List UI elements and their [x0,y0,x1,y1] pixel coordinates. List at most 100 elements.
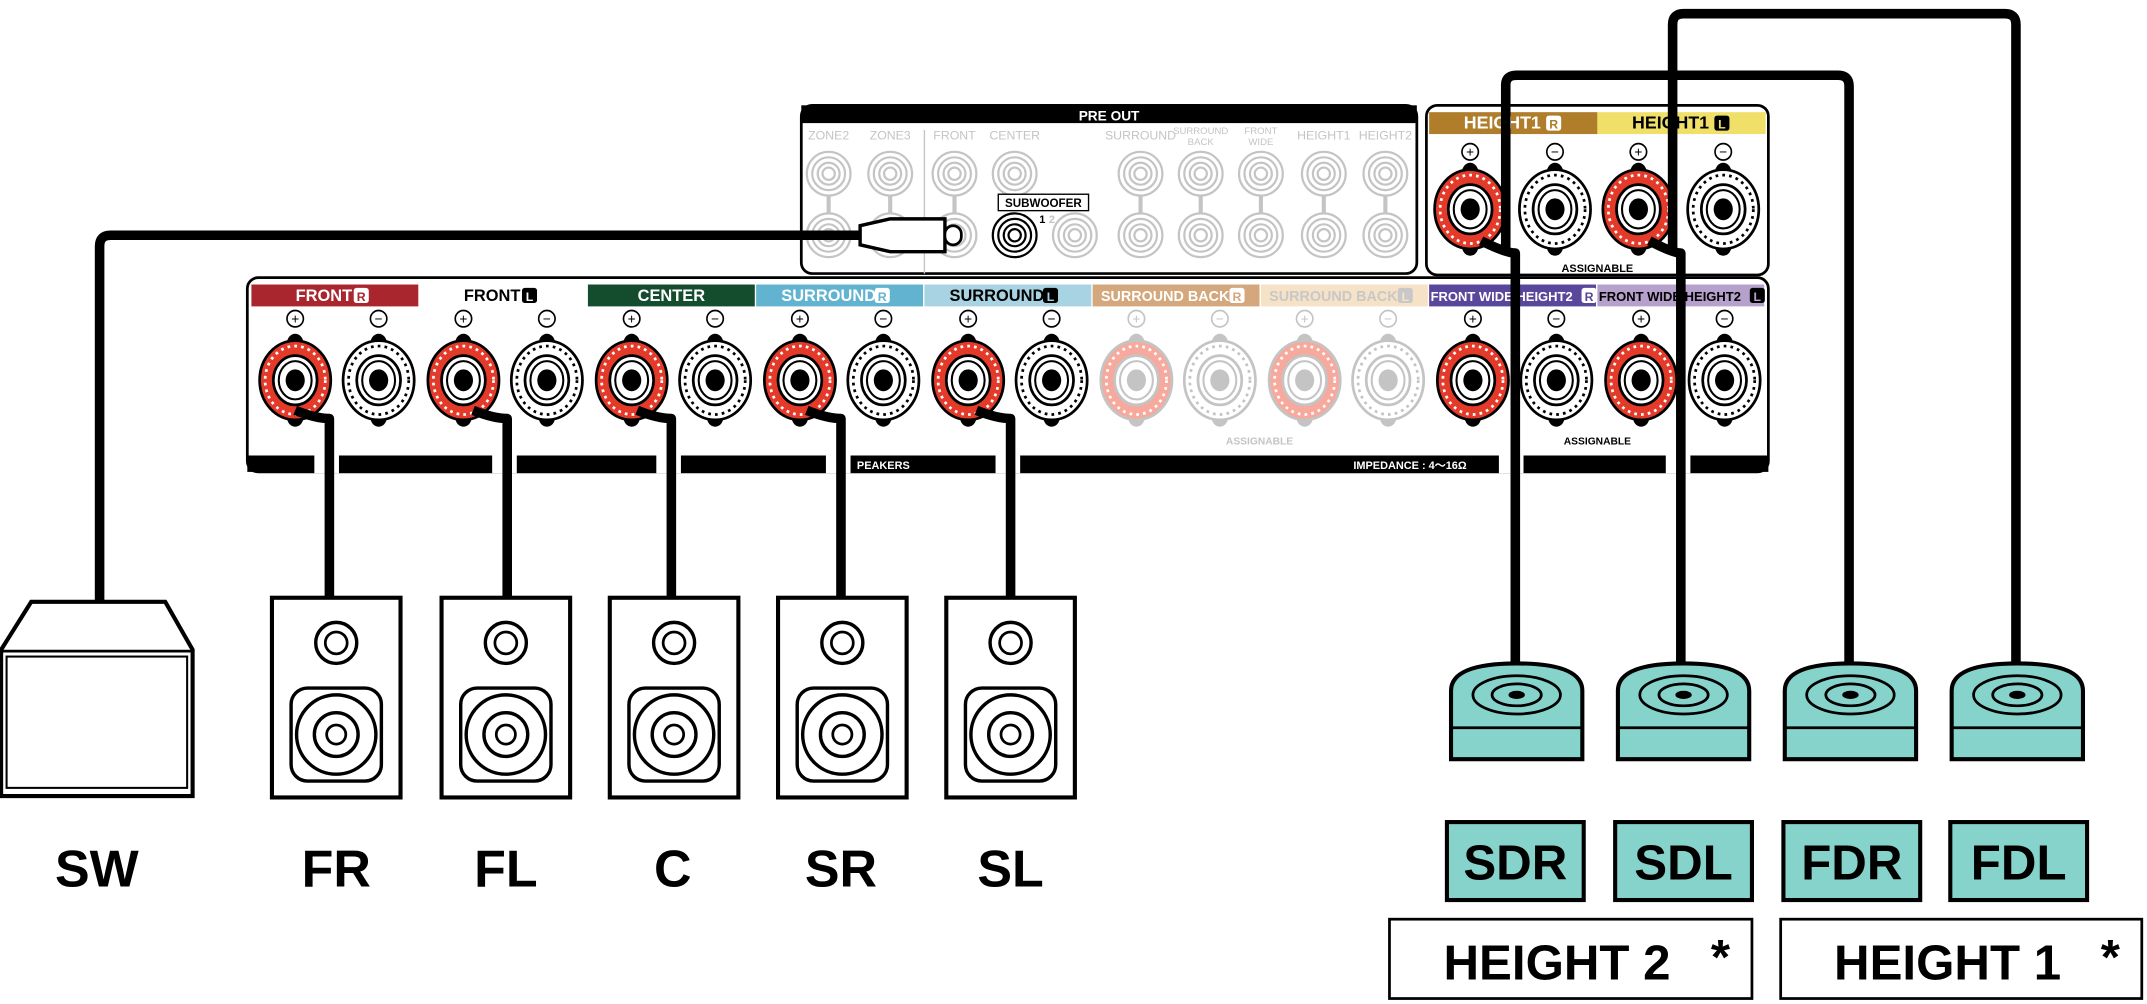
height-speaker-icon [1949,661,2086,762]
post-knurl [1188,344,1252,416]
rca-jack [1306,217,1342,253]
height-speaker-driver [2009,690,2026,699]
channel-label: SURROUND BACK [1101,289,1230,305]
channel-label: FRONT [464,287,521,305]
tweeter-icon [314,620,359,666]
speaker-label-fl: FL [474,840,537,898]
post-knurl [683,344,747,416]
height-speaker-driver [1638,674,1729,716]
post-knurl [347,344,411,416]
side-badge-letter: R [1233,290,1242,304]
post-hole [1628,198,1648,221]
polarity-icon [1210,309,1229,328]
speaker-label-c: C [654,840,692,898]
height-speaker-driver [1972,674,2063,716]
side-badge-letter: R [1585,290,1594,304]
height-speaker-label-box [1781,820,1923,903]
height-speaker-icon [1448,661,1585,762]
rca-plug [858,217,947,254]
height-speaker-driver [1675,690,1692,699]
pre-out-column-label: ZONE3 [870,129,911,143]
rca-plug-tip [943,224,963,247]
minus-icon: − [543,311,551,326]
minus-icon: − [879,311,887,326]
rca-jack [1128,223,1153,248]
height-speaker-label-box [1444,820,1586,903]
assignable-label: ASSIGNABLE [1562,263,1634,275]
polarity-icon [1629,142,1648,161]
post-hole [1042,369,1062,392]
side-badge-letter: L [1754,290,1762,304]
side-badge [1581,287,1597,303]
minus-icon: − [1216,311,1224,326]
rca-jack [1183,156,1219,192]
tweeter-icon [493,630,519,656]
polarity-icon [1379,309,1398,328]
rca-jack [1243,217,1279,253]
channel-label-bg [1260,284,1428,307]
polarity-icon [1461,142,1480,161]
post-knurl [1020,344,1084,416]
side-badge [874,287,890,303]
post-hole [1715,369,1735,392]
post-hole [1713,198,1733,221]
polarity-icon [959,309,978,328]
speaker-wire [974,405,1016,598]
polarity-icon [1463,309,1482,328]
minus-icon: − [711,311,719,326]
height-speaker-driver [1842,690,1859,699]
plus-icon: + [1132,311,1140,326]
side-badge-letter: L [1718,118,1726,132]
rca-jack [1243,156,1279,192]
channel-label: FRONT WIDE/HEIGHT2 [1599,289,1741,304]
minus-icon: − [1719,145,1727,160]
rca-jack [1253,228,1269,243]
plus-icon: + [1469,311,1477,326]
pre-out-column-label: SURROUND [1173,126,1228,137]
rca-jack [1193,228,1208,243]
fdl-wire [1667,8,2021,664]
height-speaker-driver [1824,682,1877,708]
post-hole [537,369,557,392]
minus-icon: − [1551,145,1559,160]
plus-icon: + [1637,311,1645,326]
footnote-mark: * [2101,930,2121,985]
subwoofer-1-jack [1007,228,1022,243]
pre-out-column-label: SURROUND [1105,129,1176,143]
post-hole [790,369,810,392]
rca-jack [872,156,908,192]
rca-jack [1316,166,1332,181]
height-speaker-label-box [1613,820,1755,903]
channel-label: FRONT WIDE/HEIGHT2 [1431,289,1573,304]
height-panel-frame [1425,103,1770,277]
side-badge [1546,115,1562,131]
group-label-box [1779,917,2144,1000]
woofer-icon [494,723,517,746]
height-speaker-driver [1991,682,2044,708]
side-badge [1042,287,1059,303]
rca-jack [1188,223,1213,248]
post-hole [369,369,389,392]
minus-icon: − [1721,311,1729,326]
plus-icon: + [1301,311,1309,326]
tweeter-icon [323,630,349,656]
channel-label: SURROUND [781,287,876,305]
height-speaker-icon [1782,661,1919,762]
rca-jack [816,161,841,186]
subwoofer-1-jack [991,212,1038,259]
side-badge-letter: R [1549,118,1558,132]
channel-label-bg [587,284,755,307]
polarity-icon [622,309,641,328]
polarity-icon [1715,309,1734,328]
plus-icon: + [796,311,804,326]
post-hole [958,369,978,392]
height-speaker-driver [1508,690,1525,699]
minus-icon: − [1048,311,1056,326]
speaker-wire [635,405,677,598]
pre-out-column-label: ZONE2 [808,129,849,143]
height-speaker-label-sdr: SDR [1463,836,1567,891]
speaker-label-sr: SR [805,840,877,898]
rca-jack [1123,217,1159,253]
